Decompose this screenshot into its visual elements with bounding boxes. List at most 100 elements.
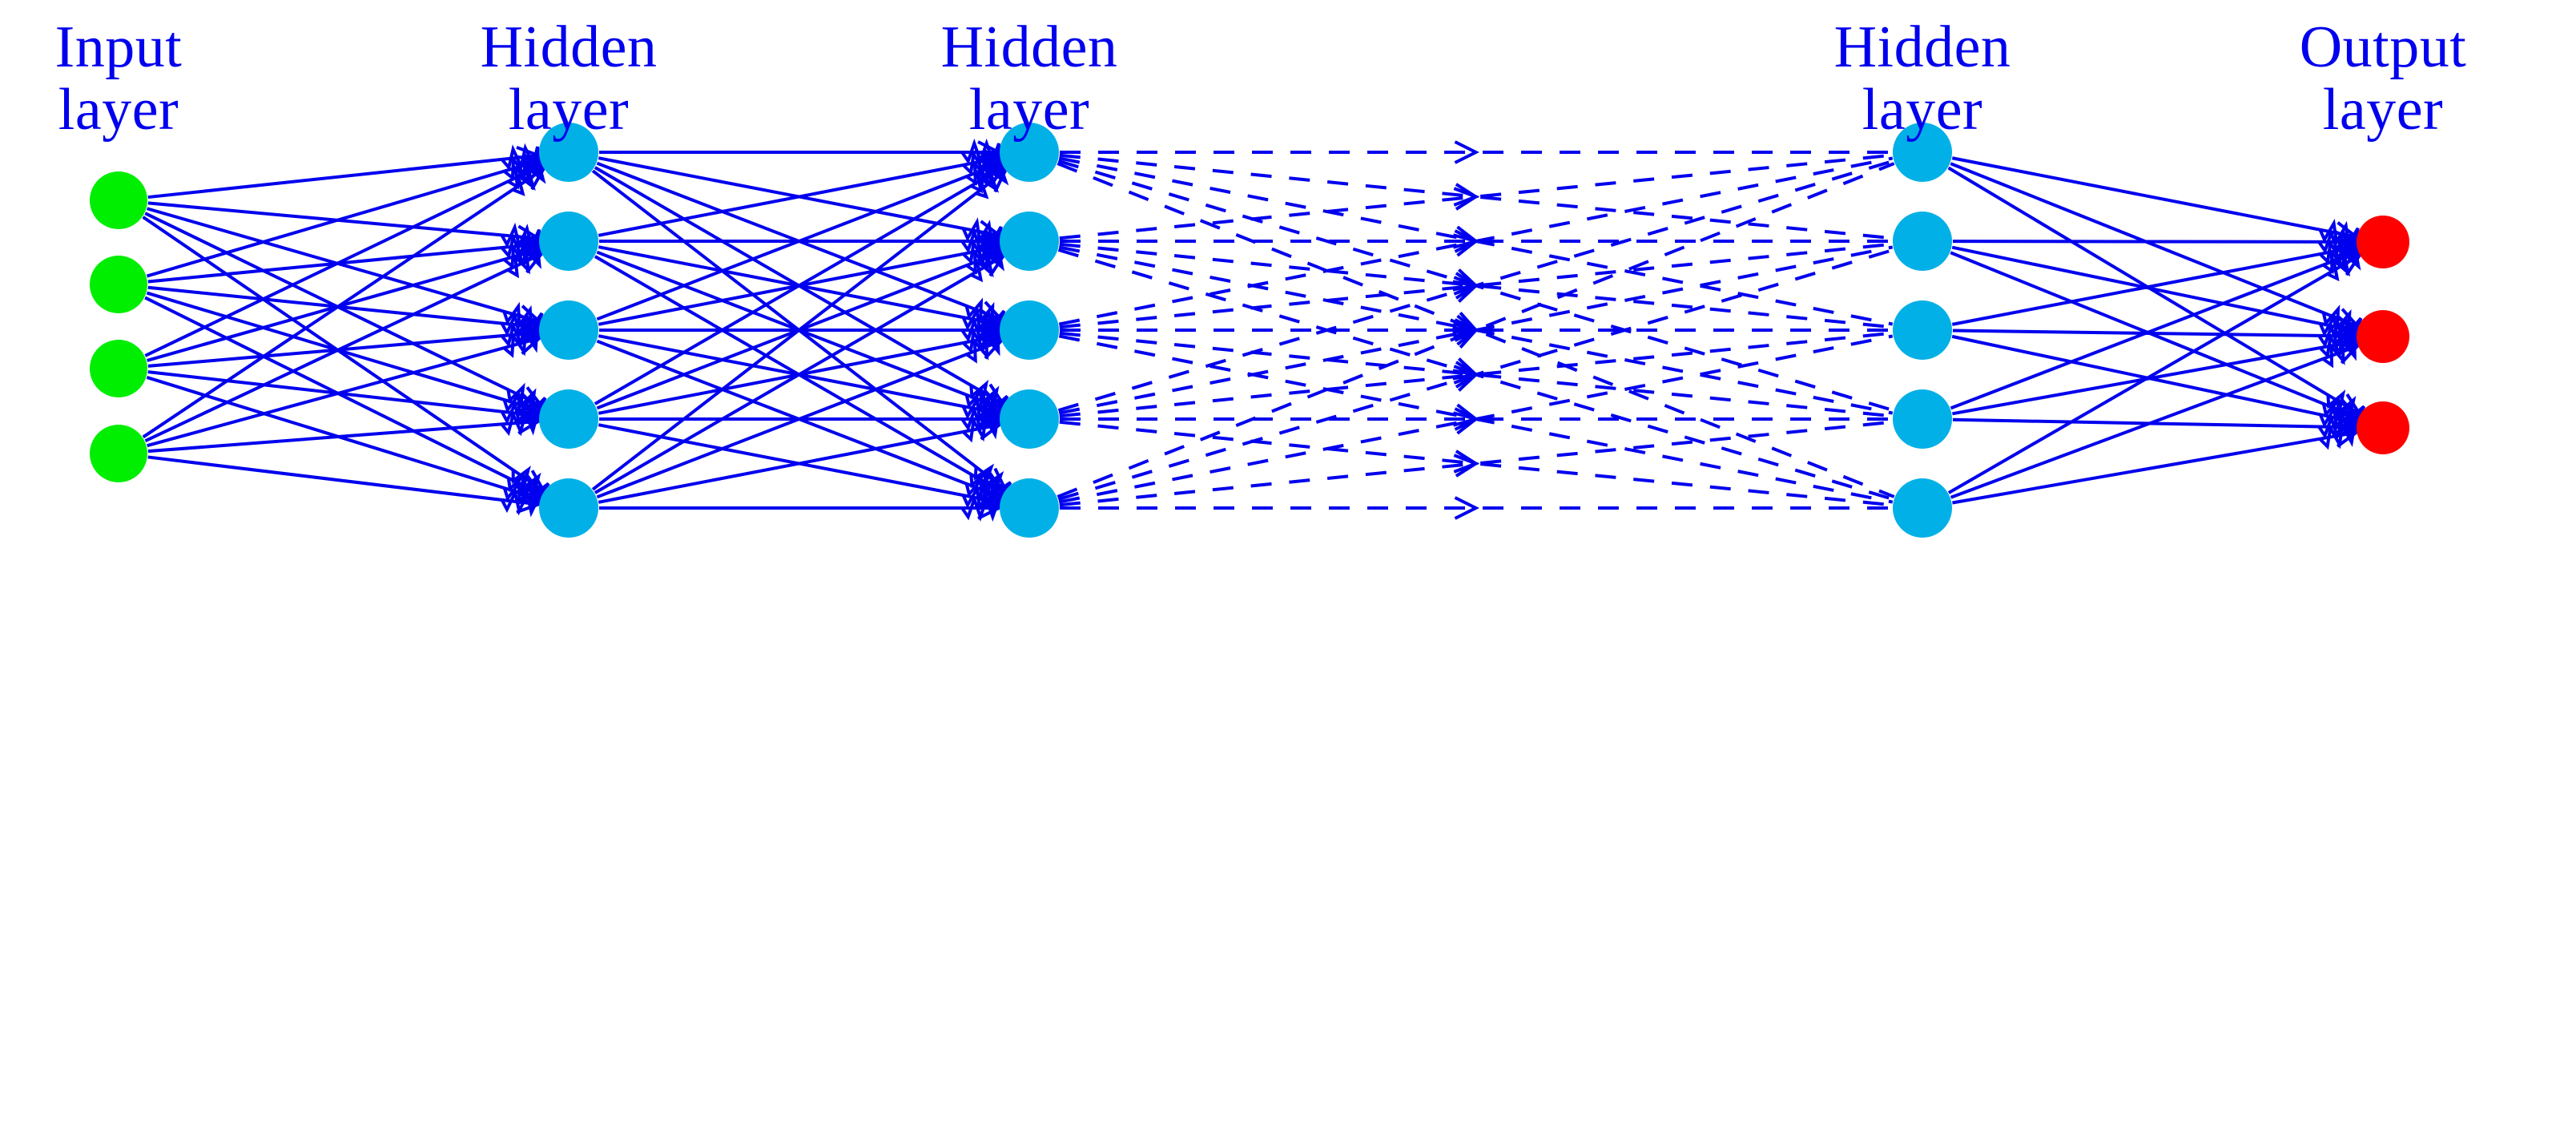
edge-arrowhead bbox=[977, 337, 1004, 360]
edge-line bbox=[1059, 331, 1893, 418]
node-hidden-2[interactable] bbox=[1893, 212, 1952, 271]
node-hidden-3[interactable] bbox=[539, 300, 598, 360]
output-layer-label-line-2: layer bbox=[2322, 77, 2444, 143]
edge-line bbox=[1059, 331, 1893, 418]
edge-arrowhead bbox=[1454, 140, 1479, 164]
edge-line bbox=[594, 255, 1004, 494]
edge-arrowhead bbox=[1453, 454, 1479, 478]
node-hidden-5[interactable] bbox=[1893, 478, 1952, 538]
edge bbox=[1060, 140, 1892, 164]
edge-arrowhead bbox=[2336, 253, 2363, 276]
node-output-1[interactable] bbox=[2357, 216, 2409, 268]
edge bbox=[1058, 334, 1894, 504]
edge-line bbox=[147, 285, 539, 329]
edge-line bbox=[1950, 162, 2359, 329]
edge-squiggle bbox=[962, 413, 1001, 443]
edge bbox=[598, 413, 1004, 504]
edge-line bbox=[1059, 242, 1893, 329]
input-layer-label-line-2: layer bbox=[58, 77, 179, 143]
edge-line bbox=[1059, 420, 1893, 507]
edge-arrowhead bbox=[977, 496, 1003, 520]
nodes-hidden-layer-2 bbox=[1000, 123, 1059, 538]
edge-arrowhead bbox=[516, 490, 542, 514]
edge bbox=[1950, 162, 2363, 337]
edge-line bbox=[591, 169, 1007, 491]
edge bbox=[1952, 421, 2360, 505]
node-hidden-5[interactable] bbox=[1000, 478, 1059, 538]
edge-line bbox=[146, 376, 541, 501]
edge-line bbox=[146, 207, 541, 324]
node-input-2[interactable] bbox=[90, 256, 147, 313]
edge bbox=[1952, 228, 2360, 256]
edge bbox=[142, 160, 547, 439]
node-input-1[interactable] bbox=[90, 171, 147, 229]
node-input-3[interactable] bbox=[90, 340, 147, 397]
node-hidden-1[interactable] bbox=[539, 123, 598, 182]
edge-arrowhead bbox=[516, 332, 543, 355]
edge bbox=[1951, 156, 2361, 249]
nodes-input-layer bbox=[90, 171, 147, 482]
node-hidden-3[interactable] bbox=[1893, 300, 1952, 360]
edge-squiggle bbox=[2326, 247, 2361, 282]
edge bbox=[147, 328, 543, 448]
connection-group-hidden1-to-hidden2 bbox=[591, 138, 1012, 522]
node-hidden-1[interactable] bbox=[1893, 123, 1952, 182]
edge-line bbox=[1951, 245, 2357, 326]
edge-line bbox=[1947, 166, 2361, 416]
edge-arrowhead bbox=[979, 254, 1006, 277]
hidden-layer-2-label-line-2: layer bbox=[968, 77, 1090, 143]
node-hidden-1[interactable] bbox=[1000, 123, 1059, 182]
edge-arrowhead bbox=[1452, 411, 1479, 435]
edge-line bbox=[147, 455, 539, 506]
edge bbox=[144, 245, 545, 443]
edge-line bbox=[1952, 240, 2357, 244]
edge-squiggle bbox=[965, 332, 1003, 364]
edge-arrowhead bbox=[2333, 424, 2360, 448]
edge bbox=[599, 138, 1003, 167]
node-output-2[interactable] bbox=[2357, 310, 2409, 363]
edge-arrowhead bbox=[516, 411, 542, 435]
edge-line bbox=[1952, 340, 2357, 416]
edge-line bbox=[1951, 334, 2357, 424]
node-hidden-5[interactable] bbox=[539, 478, 598, 538]
node-hidden-3[interactable] bbox=[1000, 300, 1059, 360]
edge-line bbox=[142, 167, 545, 439]
edge-line bbox=[1952, 430, 2357, 505]
hidden-layer-3-label-line-1: Hidden bbox=[1833, 14, 2011, 80]
edge-squiggle bbox=[507, 245, 543, 279]
edge bbox=[1950, 243, 2361, 410]
node-output-3[interactable] bbox=[2357, 401, 2409, 454]
node-hidden-4[interactable] bbox=[1000, 389, 1059, 449]
node-input-4[interactable] bbox=[90, 425, 147, 482]
node-hidden-4[interactable] bbox=[1893, 389, 1952, 449]
edge-arrowhead bbox=[1452, 369, 1479, 392]
edge-squiggle bbox=[2318, 421, 2358, 450]
edge-line bbox=[1951, 156, 2357, 239]
node-hidden-2[interactable] bbox=[1000, 212, 1059, 271]
edge-line bbox=[1059, 153, 1893, 240]
edge-squiggle bbox=[970, 248, 1005, 283]
edge-line bbox=[144, 163, 542, 357]
edge bbox=[594, 248, 1006, 494]
node-hidden-2[interactable] bbox=[539, 212, 598, 271]
hidden-layer-1-label-line-2: layer bbox=[508, 77, 630, 143]
hidden-layer-1-label-line-1: Hidden bbox=[480, 14, 658, 80]
edge-squiggle bbox=[512, 160, 546, 196]
edge-arrowhead bbox=[2334, 341, 2361, 365]
edge-line bbox=[147, 370, 539, 417]
nodes-hidden-layer-3 bbox=[1893, 123, 1952, 538]
edge-line bbox=[147, 154, 539, 200]
node-hidden-4[interactable] bbox=[539, 389, 598, 449]
connection-group-input-to-hidden1 bbox=[142, 143, 550, 518]
edge bbox=[147, 409, 542, 454]
nodes-hidden-layer-1 bbox=[539, 123, 598, 538]
edge-squiggle bbox=[975, 163, 1009, 200]
hidden-layer-3-label-line-2: layer bbox=[1862, 77, 1983, 143]
edge-line bbox=[144, 296, 542, 496]
connection-group-hidden2-to-hidden3 bbox=[1057, 140, 1895, 520]
edge-arrowhead bbox=[517, 252, 545, 274]
edge-line bbox=[147, 419, 539, 454]
edge-line bbox=[1951, 245, 2357, 333]
edge bbox=[147, 455, 542, 518]
